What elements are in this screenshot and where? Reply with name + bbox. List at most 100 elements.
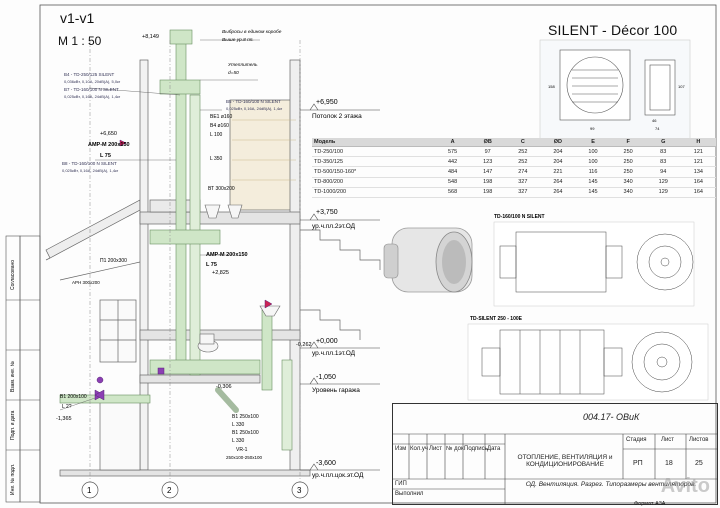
ventilation-ducts — [59, 29, 293, 451]
table-row: TD-250/100 575 97 252 204 100 250 83 121 — [312, 146, 716, 158]
table-cell: 134 — [680, 166, 716, 178]
fan-b8-label: В8 - TD-160/100 N SILENT — [62, 161, 117, 166]
spec-header-g: G — [645, 138, 681, 147]
table-cell: 147 — [470, 166, 506, 178]
side-tab-approved: Согласовано — [10, 260, 16, 290]
spec-header-d: ØD — [540, 138, 576, 147]
sheet-header: Лист — [661, 437, 675, 443]
col-izm: Изм — [395, 446, 407, 452]
spec-header-b: ØB — [470, 138, 506, 147]
sheets-count: 25 — [695, 460, 703, 467]
valve-vr-size: 250x100-250x100 — [226, 455, 263, 460]
duct-l330a: L 330 — [232, 422, 245, 428]
stage-value: РП — [633, 460, 643, 467]
axis-label-2: 2 — [167, 486, 172, 495]
elevation-6650: +6,650 — [100, 131, 117, 137]
fan-b5-label: В5 - TD-160/100 N SILENT — [226, 99, 281, 104]
sheet-number: 18 — [665, 460, 673, 467]
watermark: Avito — [660, 475, 710, 497]
table-cell: 129 — [645, 187, 681, 198]
fan-b4-label: В4 - TD-250/125 SILENT — [64, 72, 115, 77]
top-elevation: +8,149 — [142, 34, 159, 40]
stage-header: Стадия — [626, 437, 647, 443]
level-label-4: ур.ч.пл.цок.эт.ОД — [312, 472, 364, 479]
table-cell: 484 — [435, 166, 471, 178]
table-cell: 274 — [505, 166, 541, 178]
elevation-minus-0306: -0,306 — [216, 384, 232, 390]
axis-bubble-1 — [81, 481, 99, 499]
table-cell: TD-250/100 — [312, 146, 436, 158]
table-cell: 97 — [470, 146, 506, 158]
table-cell: 204 — [540, 156, 576, 168]
level-value-2: +0,000 — [316, 338, 338, 345]
insulation-thickness: d=50 — [228, 70, 239, 76]
spec-header-a: A — [435, 138, 471, 147]
axis-label-1: 1 — [87, 486, 92, 495]
ceiling-insulation — [232, 119, 296, 181]
duct-b1-length: L 2? — [62, 404, 72, 410]
td250-drawing — [467, 323, 709, 401]
leader-lines — [59, 39, 260, 411]
table-cell: 100 — [575, 146, 611, 158]
table-cell: 94 — [645, 166, 681, 178]
level-value-3: -1,050 — [316, 374, 336, 381]
table-cell: 145 — [575, 177, 611, 188]
table-cell: 221 — [540, 166, 576, 178]
side-tab-sign: Подп. и дата — [10, 410, 16, 440]
level-value-1: +3,750 — [316, 209, 338, 216]
section-scale: M 1 : 50 — [58, 34, 102, 48]
side-tab-inv: Инв. № подл. — [10, 464, 16, 495]
elevation-minus-0262: -0,262 — [296, 342, 312, 348]
col-podp: Подпись — [464, 446, 488, 452]
td160-title: TD-160/100 N SILENT — [494, 214, 545, 220]
level-label-3: Уровень гаража — [312, 387, 360, 394]
author-label: Выполнил — [395, 491, 424, 497]
fan-spec-table: Модель A ØB C ØD E F G H TD-250/100 575 … — [312, 138, 716, 198]
axis-label-3: 3 — [297, 486, 302, 495]
table-cell: 100 — [575, 156, 611, 168]
spec-header-h: H — [680, 138, 716, 147]
duct-b1-250b: В1 250x100 — [232, 430, 259, 436]
table-cell: 83 — [645, 156, 681, 168]
project-title: ОТОПЛЕНИЕ, ВЕНТИЛЯЦИЯ и КОНДИЦИОНИРОВАНИ… — [517, 454, 613, 468]
table-cell: 121 — [680, 146, 716, 158]
table-cell: 340 — [610, 177, 646, 188]
table-cell: 250 — [610, 146, 646, 158]
table-cell: 145 — [575, 187, 611, 198]
duct-l330b: L 330 — [232, 438, 245, 444]
table-cell: 250 — [610, 156, 646, 168]
side-tab-replace: Взам. инв. № — [10, 361, 16, 392]
td160-drawing — [493, 221, 695, 307]
grid-axes — [89, 40, 301, 485]
fan-b7-spec: 0,025кВт, 0,16А, 24dB(A), 1,4кг — [64, 94, 121, 99]
table-cell: 442 — [435, 156, 471, 168]
table-cell: 129 — [645, 177, 681, 188]
duct-bt1: ВЕ1 ø160 — [210, 114, 232, 120]
valve-arn: АРН 300x200 — [72, 280, 100, 285]
exhaust-note-2: Выше ур.8 пп. — [222, 37, 254, 43]
decor-dim-e: 74 — [655, 126, 660, 131]
table-cell: 548 — [435, 177, 471, 188]
table-cell: 250 — [610, 166, 646, 178]
table-cell: 327 — [505, 187, 541, 198]
td250-title: TD-SILENT 250 - 100E — [470, 316, 523, 322]
fan-b8-spec: 0,025кВт, 0,16А, 24dB(A), 1,4кг — [62, 168, 119, 173]
fan-symbols — [94, 139, 273, 401]
elevation-minus-1365: -1,365 — [56, 416, 72, 422]
table-cell: 264 — [540, 177, 576, 188]
elevation-2825: +2,825 — [212, 270, 229, 276]
grille-amp-2-length: L 75 — [206, 262, 217, 268]
gip-label: ГИП — [395, 481, 407, 487]
decor-dim-b: 99 — [590, 126, 595, 131]
table-cell: 327 — [505, 177, 541, 188]
table-row: TD-500/150-160* 484 147 274 221 116 250 … — [312, 166, 716, 178]
duct-l100: L 100 — [210, 132, 223, 138]
table-cell: 198 — [470, 177, 506, 188]
table-cell: 252 — [505, 156, 541, 168]
table-cell: 83 — [645, 146, 681, 158]
section-title: v1-v1 — [60, 10, 95, 26]
table-cell: 198 — [470, 187, 506, 198]
building-structure — [45, 59, 381, 477]
